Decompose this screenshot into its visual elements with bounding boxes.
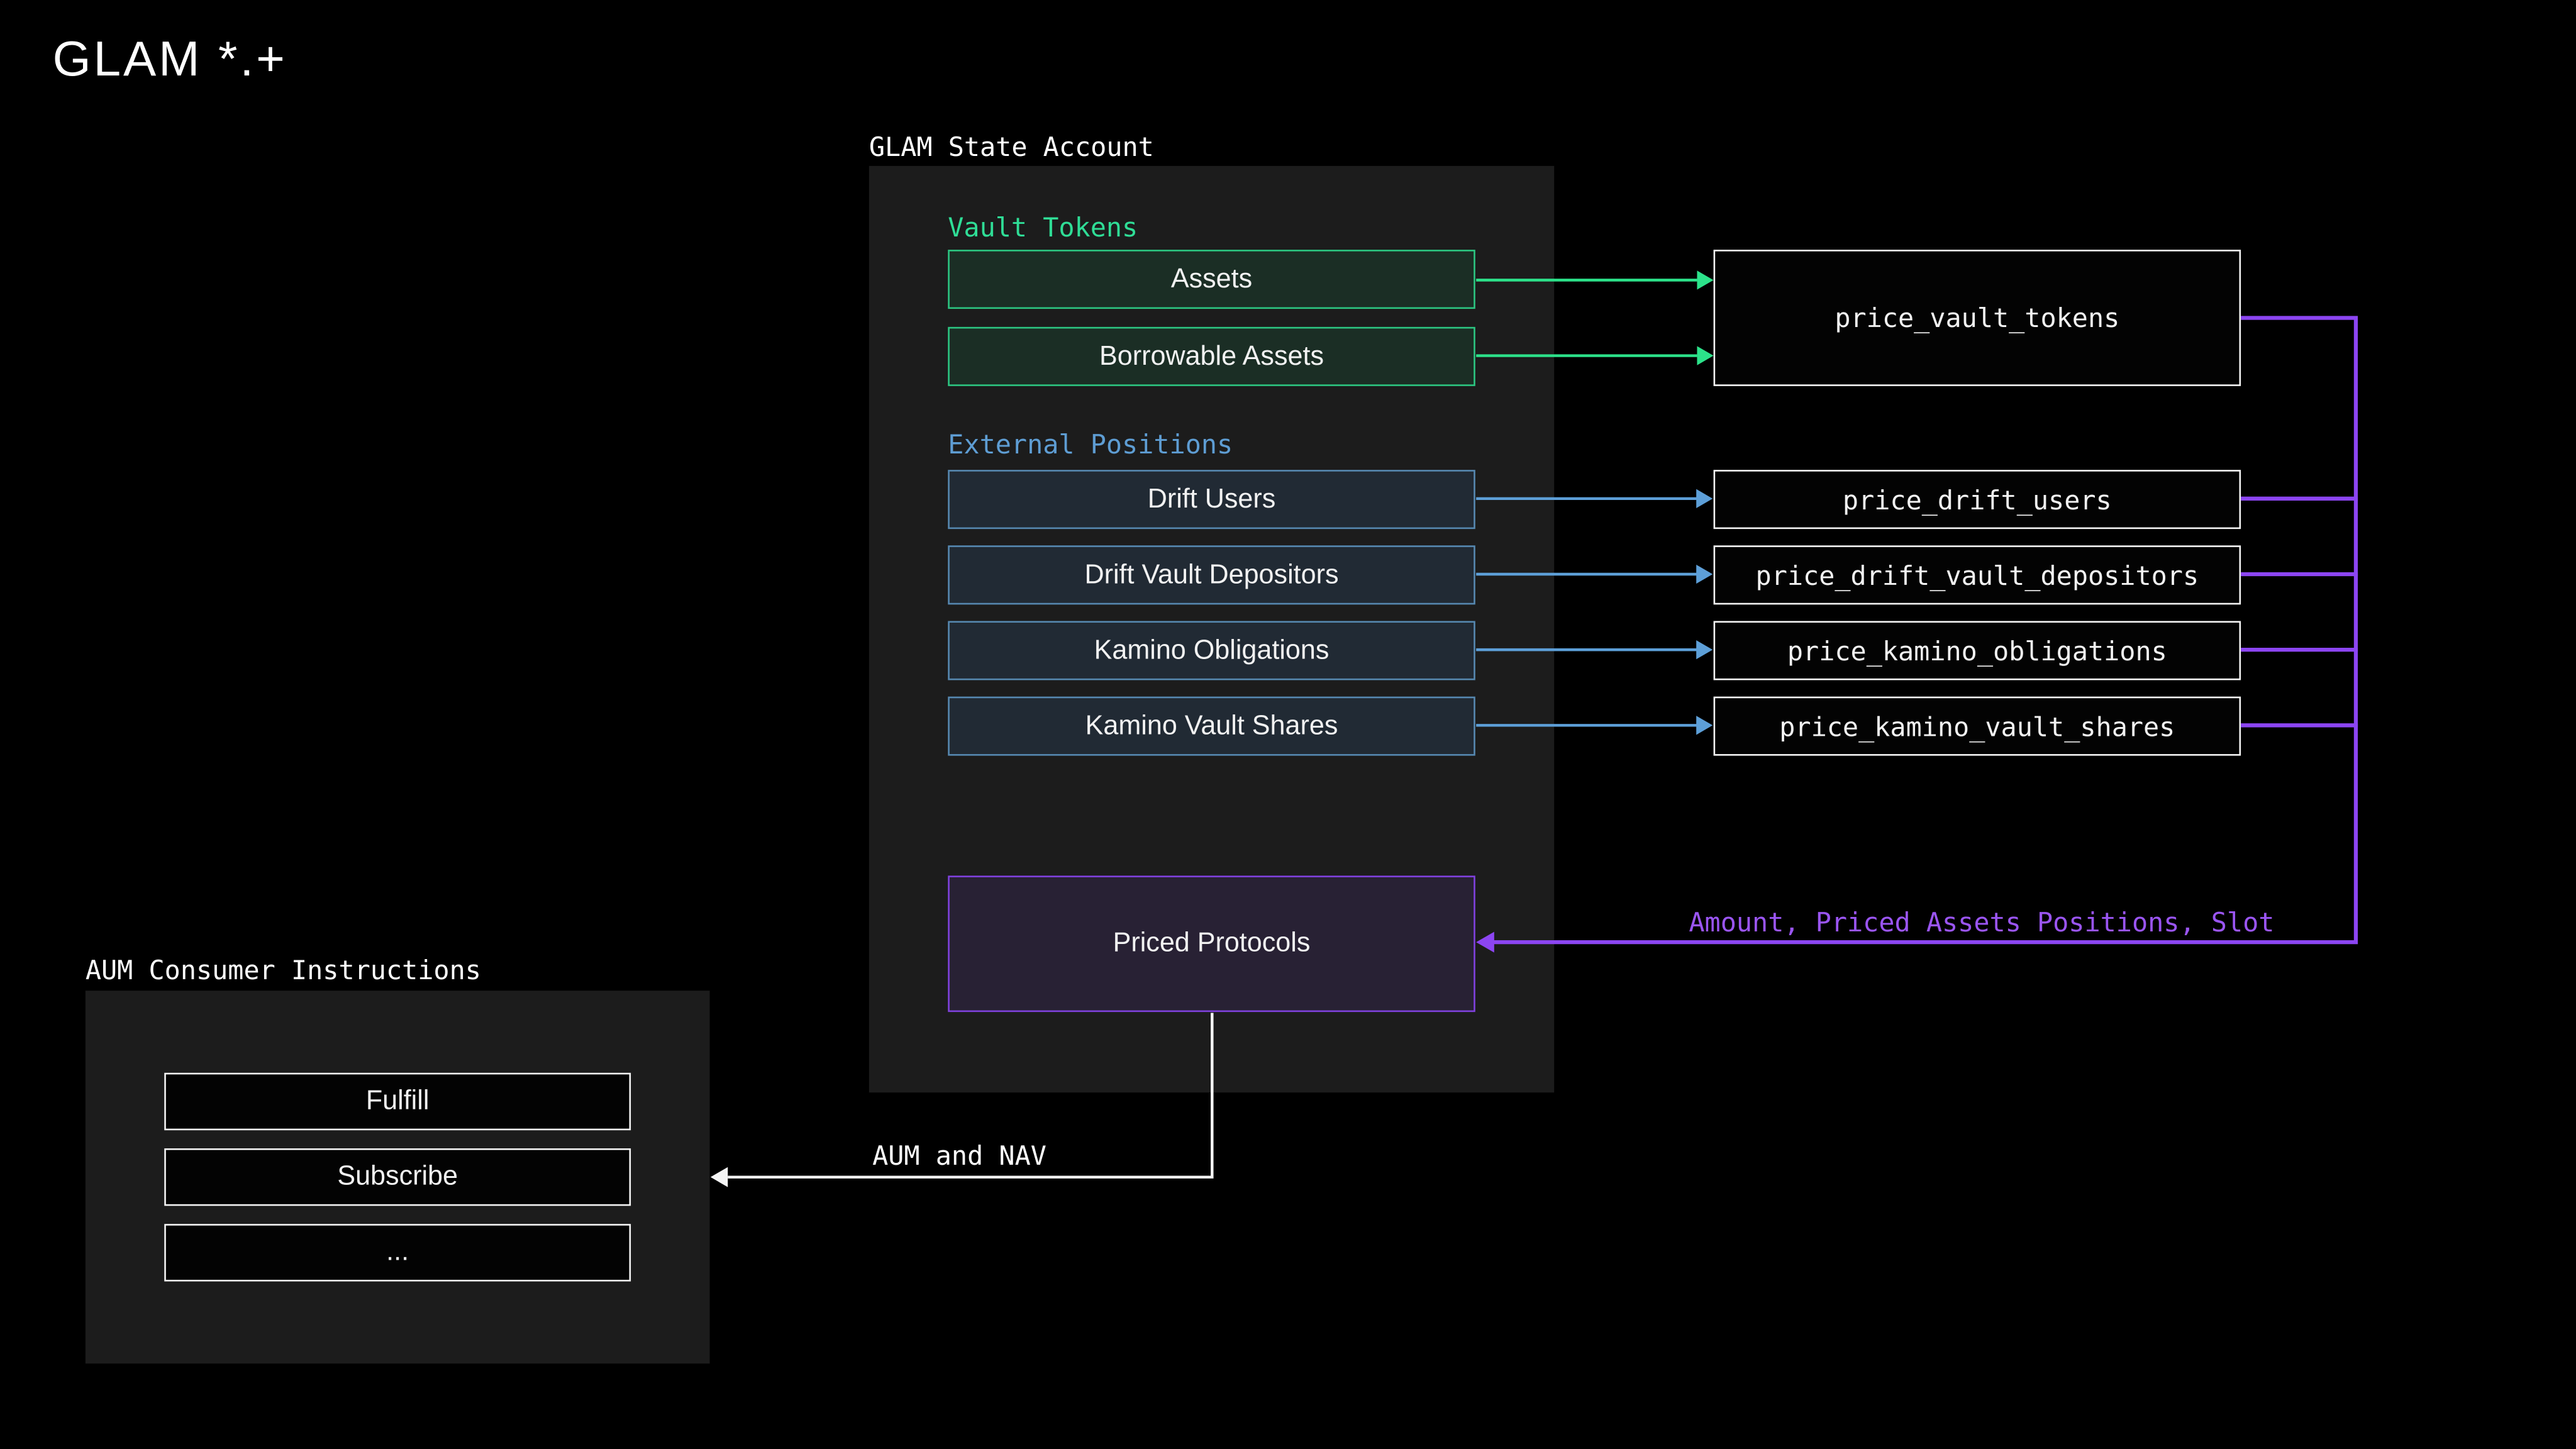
- node-kamino-vault-shares: Kamino Vault Shares: [948, 696, 1475, 756]
- node-drift-vault-depositors: Drift Vault Depositors: [948, 545, 1475, 605]
- arrowhead-icon: [1697, 346, 1714, 365]
- arrowhead-icon: [1697, 270, 1714, 290]
- node-price-drift-users: price_drift_users: [1713, 470, 2241, 530]
- state-account-title: GLAM State Account: [869, 131, 1154, 163]
- node-ellipsis: ...: [164, 1224, 631, 1282]
- aum-panel-title: AUM Consumer Instructions: [85, 954, 481, 986]
- node-subscribe: Subscribe: [164, 1148, 631, 1206]
- node-fulfill: Fulfill: [164, 1072, 631, 1131]
- node-borrowable-assets: Borrowable Assets: [948, 326, 1475, 386]
- arrowhead-icon: [1696, 716, 1713, 735]
- priced-flow-label: Amount, Priced Assets Positions, Slot: [1689, 906, 2275, 938]
- external-positions-label: External Positions: [948, 428, 1233, 460]
- glam-logo: GLAM *.+: [52, 33, 287, 87]
- aum-nav-label: AUM and NAV: [872, 1140, 1046, 1172]
- arrowhead-icon: [1696, 564, 1713, 584]
- node-drift-users: Drift Users: [948, 470, 1475, 530]
- arrowhead-icon: [710, 1167, 728, 1187]
- node-price-drift-vault-depositors: price_drift_vault_depositors: [1713, 545, 2241, 605]
- node-price-vault-tokens: price_vault_tokens: [1713, 250, 2241, 386]
- arrowhead-icon: [1696, 640, 1713, 660]
- node-assets: Assets: [948, 250, 1475, 309]
- arrowhead-icon: [1696, 489, 1713, 508]
- node-price-kamino-vault-shares: price_kamino_vault_shares: [1713, 696, 2241, 756]
- node-priced-protocols: Priced Protocols: [948, 875, 1475, 1013]
- node-kamino-obligations: Kamino Obligations: [948, 621, 1475, 680]
- vault-tokens-label: Vault Tokens: [948, 211, 1138, 243]
- node-price-kamino-obligations: price_kamino_obligations: [1713, 621, 2241, 680]
